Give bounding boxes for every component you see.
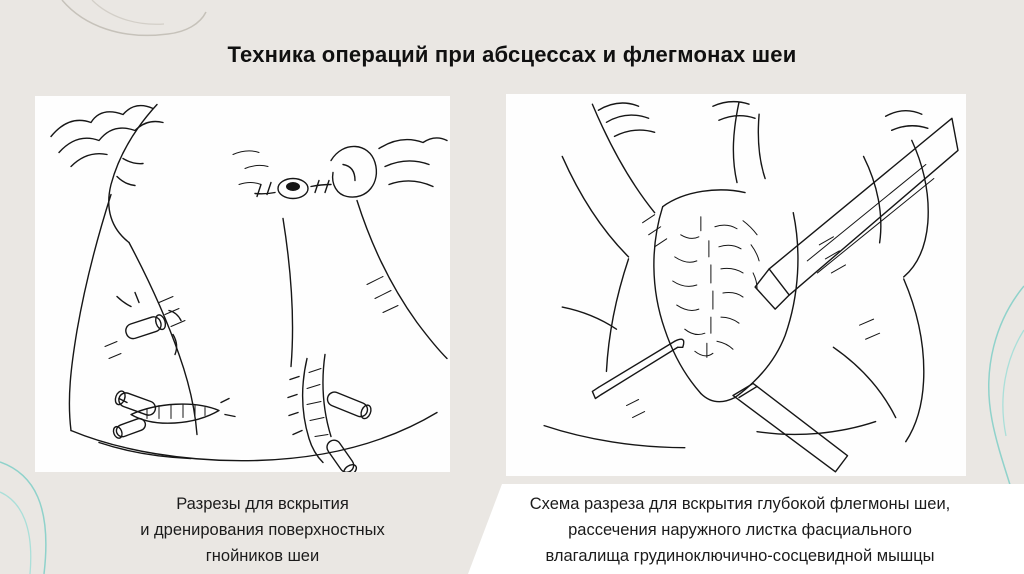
figure-superficial-incisions [35, 96, 450, 472]
caption-line: влагалища грудиноключично-сосцевидной мы… [545, 547, 935, 565]
shading-strokes [626, 214, 881, 419]
hair-hatching [50, 104, 448, 188]
slide-title: Техника операций при абсцессах и флегмон… [227, 42, 797, 67]
caption-deep-phlegmon-scheme: Схема разреза для вскрытия глубокой флег… [496, 491, 984, 569]
vertical-incision-drains [287, 353, 372, 472]
bottom-right-panel [468, 484, 1024, 574]
parotid-drain [254, 177, 332, 200]
transverse-incision-drains [112, 390, 236, 439]
caption-line: Схема разреза для вскрытия глубокой флег… [529, 495, 951, 513]
caption-line: и дренирования поверхностных [140, 521, 385, 539]
caption-superficial-incisions: Разрезы для вскрытия и дренирования пове… [55, 491, 470, 569]
superficial-incisions-illustration [50, 103, 448, 472]
hook-retractor [591, 338, 685, 400]
hair-hatching [597, 100, 929, 138]
scalpel [732, 382, 849, 473]
wound-opening [653, 189, 799, 403]
shading-strokes [104, 150, 399, 359]
caption-line: гнойников шеи [205, 547, 320, 565]
caption-line: Разрезы для вскрытия [176, 495, 349, 513]
caption-line: рассечения наружного листка фасциального [568, 521, 912, 539]
retractor-blade [754, 117, 959, 310]
deep-phlegmon-illustration [543, 100, 959, 473]
figure-deep-phlegmon-scheme [506, 94, 966, 476]
neck-outline [68, 103, 448, 462]
neck-outline [543, 101, 929, 449]
submandibular-drain [116, 291, 182, 356]
